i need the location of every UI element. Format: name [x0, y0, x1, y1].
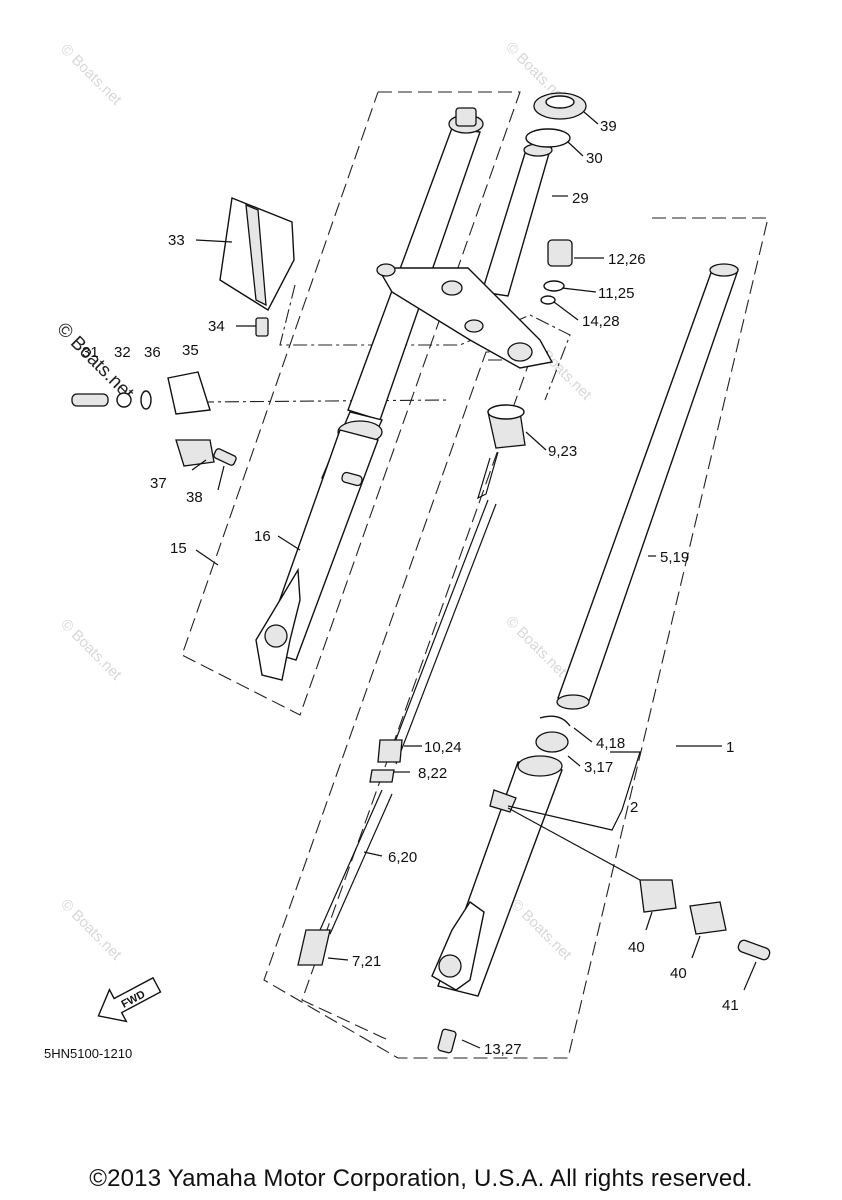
label-40a: 40 — [628, 939, 645, 956]
label-40b: 40 — [670, 965, 687, 982]
diagram-code: 5HN5100-1210 — [44, 1046, 133, 1061]
part-labels: 39 30 29 33 12,26 11,25 14,28 34 31 32 3… — [82, 118, 739, 1058]
label-3-17: 3,17 — [584, 759, 613, 776]
clip-4-18 — [539, 715, 571, 727]
label-6-20: 6,20 — [388, 849, 417, 866]
bolt-31 — [71, 393, 109, 407]
label-14-28: 14,28 — [582, 313, 620, 330]
outer-tube-2 — [431, 715, 571, 997]
label-10-24: 10,24 — [424, 739, 462, 756]
clamp-parts — [71, 371, 237, 467]
bolt-38 — [213, 448, 237, 466]
bolt-13-27 — [437, 1028, 457, 1054]
label-41: 41 — [722, 997, 739, 1014]
label-4-18: 4,18 — [596, 735, 625, 752]
label-13-27: 13,27 — [484, 1041, 522, 1058]
label-31: 31 — [82, 344, 99, 361]
seal-30 — [525, 128, 571, 148]
label-1: 1 — [726, 739, 734, 756]
label-7-21: 7,21 — [352, 953, 381, 970]
label-35: 35 — [182, 342, 199, 359]
axle-clamps — [639, 879, 771, 961]
bearings — [525, 92, 587, 148]
watermark-dark: © Boats.net — [52, 319, 138, 405]
damper-rod — [297, 404, 526, 966]
washer-32 — [116, 392, 132, 408]
label-2: 2 — [630, 799, 638, 816]
clamp-40b — [689, 901, 727, 935]
label-8-22: 8,22 — [418, 765, 447, 782]
watermark: © Boats.net — [57, 896, 125, 964]
label-5-19: 5,19 — [660, 549, 689, 566]
label-39: 39 — [600, 118, 617, 135]
bracket-35 — [167, 371, 211, 415]
steering-stem-29 — [376, 143, 554, 369]
ring-8-22 — [369, 769, 395, 783]
fwd-label: FWD — [120, 988, 148, 1010]
label-11-25: 11,25 — [598, 285, 634, 302]
watermark: © Boats.net — [507, 896, 575, 964]
label-16: 16 — [254, 528, 271, 545]
outline-assembly-1 — [263, 217, 769, 1059]
label-37: 37 — [150, 475, 167, 492]
bolt-41 — [737, 939, 771, 961]
copyright-notice: ©2013 Yamaha Motor Corporation, U.S.A. A… — [89, 1165, 753, 1192]
clamp-40a — [639, 879, 677, 913]
label-29: 29 — [572, 190, 589, 207]
left-fork-16 — [255, 107, 484, 681]
outline-bracket — [199, 399, 451, 403]
seal-3-17 — [535, 731, 569, 753]
inner-tube-5-19 — [556, 263, 739, 710]
watermark: © Boats.net — [57, 616, 125, 684]
label-38: 38 — [186, 489, 203, 506]
cap-bolt — [540, 239, 573, 305]
bolt-34 — [255, 317, 269, 337]
label-32: 32 — [114, 344, 131, 361]
watermark: © Boats.net — [57, 41, 125, 109]
clamp-37 — [175, 439, 215, 467]
watermark: © Boats.net — [502, 613, 570, 681]
outline-assembly-15 — [181, 91, 521, 716]
label-9-23: 9,23 — [548, 443, 577, 460]
label-34: 34 — [208, 318, 225, 335]
leader-lines — [191, 111, 757, 1049]
label-30: 30 — [586, 150, 603, 167]
holder-33 — [219, 197, 295, 311]
spring-7-21 — [297, 929, 331, 966]
washer-36 — [140, 390, 152, 410]
label-36: 36 — [144, 344, 161, 361]
spring-10-24 — [377, 739, 403, 763]
label-12-26: 12,26 — [608, 251, 646, 268]
fwd-arrow-icon: FWD — [97, 976, 162, 1023]
label-33: 33 — [168, 232, 185, 249]
label-15: 15 — [170, 540, 187, 557]
